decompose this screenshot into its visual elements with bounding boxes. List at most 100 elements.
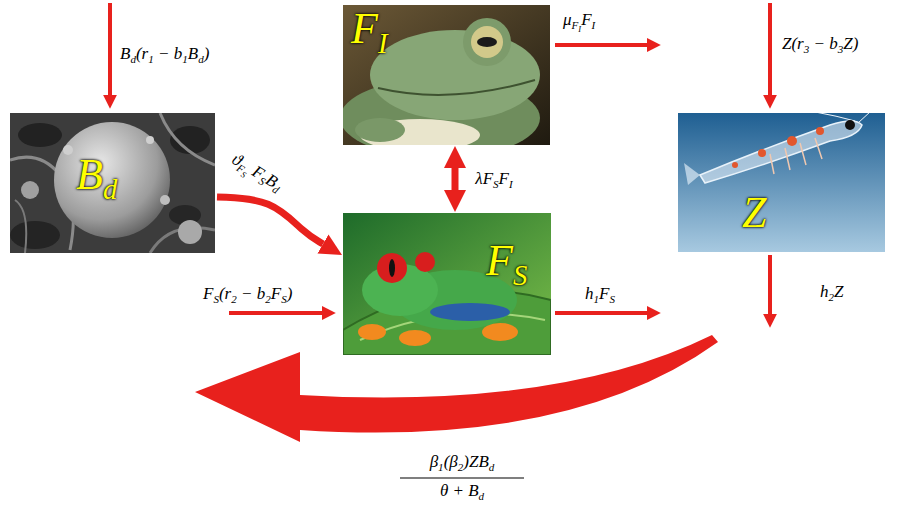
- krill-photo: [858, 113, 884, 123]
- infected-frog-photo: [343, 5, 550, 145]
- flow-arrow: [108, 3, 112, 99]
- krill-photo: [684, 113, 884, 185]
- math-part: − b: [154, 44, 182, 63]
- math-part: S: [609, 293, 615, 305]
- flow-arrow: [452, 168, 459, 190]
- math-part: F: [351, 4, 378, 53]
- krill-photo: [758, 149, 766, 157]
- image-node: Z: [678, 113, 885, 252]
- math-part: d: [198, 53, 204, 65]
- math-part: )ZB: [463, 452, 489, 471]
- healthy-frog-photo: [343, 213, 551, 355]
- rate-label: h1FS: [585, 284, 615, 306]
- krill-photo: [732, 162, 738, 168]
- math-part: F: [599, 284, 609, 303]
- math-part: d: [489, 461, 495, 473]
- fungus-micrograph: [160, 195, 170, 205]
- rate-label: Bd(r1 − b1Bd): [120, 44, 209, 66]
- fungus-micrograph: [21, 181, 39, 199]
- math-part: I: [378, 28, 388, 59]
- fungus-micrograph: [10, 113, 215, 253]
- math-part: μ: [563, 10, 572, 29]
- math-part: θ + B: [440, 481, 479, 500]
- image-node: FS: [343, 213, 551, 355]
- label-holder: Z(r3 − b3Z): [782, 34, 858, 56]
- math-part: − b: [809, 34, 837, 53]
- rate-label: λFSFI: [475, 169, 512, 191]
- healthy-frog-photo: [343, 213, 551, 355]
- flow-arrow: [229, 311, 326, 315]
- healthy-frog-photo: [358, 324, 386, 340]
- label-holder: FS(r2 − b2FS): [203, 284, 292, 306]
- infected-frog-photo: [471, 26, 503, 58]
- math-part: ): [287, 284, 293, 303]
- math-part: 1: [182, 53, 188, 65]
- math-part: Z): [843, 34, 858, 53]
- rate-label: h2Z: [820, 282, 844, 304]
- math-part: S: [513, 260, 527, 291]
- math-part: F: [581, 10, 591, 29]
- math-part: (r: [136, 44, 148, 63]
- fungus-micrograph: [63, 145, 73, 155]
- healthy-frog-photo: [377, 253, 407, 283]
- math-part: h: [820, 282, 829, 301]
- label-holder: ϑFS FSBd: [226, 149, 286, 198]
- krill-photo: [678, 113, 885, 252]
- math-part: F: [572, 19, 579, 31]
- flow-arrow: [217, 197, 323, 244]
- math-part: h: [585, 284, 594, 303]
- rate-label: θ + Bd: [440, 481, 484, 503]
- math-part: 3: [838, 43, 844, 55]
- math-part: 1: [594, 293, 600, 305]
- rate-label: β1(β2)ZBd: [430, 452, 495, 474]
- math-part: 2: [829, 291, 835, 303]
- math-part: 3: [804, 43, 810, 55]
- math-part: Z: [742, 188, 766, 237]
- krill-photo: [787, 136, 797, 146]
- math-part: S: [493, 178, 499, 190]
- math-part: F: [271, 284, 281, 303]
- fungus-micrograph: [18, 123, 62, 147]
- node-symbol: FS: [486, 237, 527, 291]
- math-part: (β: [444, 452, 458, 471]
- math-part: F: [486, 236, 513, 285]
- rate-label: Z(r3 − b3Z): [782, 34, 858, 56]
- healthy-frog-photo: [415, 252, 435, 272]
- math-part: 2: [265, 293, 271, 305]
- math-part: d: [130, 53, 136, 65]
- feedback-arrow: [195, 335, 718, 442]
- infected-frog-photo: [370, 30, 540, 120]
- math-part: d: [103, 174, 117, 205]
- node-symbol: Bd: [76, 151, 117, 205]
- infected-frog-photo: [378, 80, 535, 95]
- math-part: − b: [237, 284, 265, 303]
- math-part: λF: [475, 169, 493, 188]
- flow-arrow: [768, 255, 772, 318]
- node-symbol: FI: [351, 5, 387, 59]
- krill-photo: [845, 120, 855, 130]
- label-holder: μFIFI: [563, 10, 595, 34]
- math-part: 2: [458, 461, 464, 473]
- label-holder: λFSFI: [475, 169, 512, 191]
- flow-arrow: [555, 43, 651, 47]
- rate-label: FS(r2 − b2FS): [203, 284, 292, 306]
- healthy-frog-photo: [389, 259, 395, 277]
- krill-photo: [816, 127, 824, 135]
- image-node: Bd: [10, 113, 215, 253]
- healthy-frog-photo: [482, 323, 518, 341]
- image-node: FI: [343, 5, 550, 145]
- math-part: F: [499, 169, 509, 188]
- fungus-micrograph: [160, 113, 215, 165]
- math-part: F: [203, 284, 213, 303]
- krill-photo: [690, 113, 855, 121]
- node-symbol: Z: [742, 189, 766, 237]
- math-part: Z: [834, 282, 843, 301]
- healthy-frog-photo: [430, 303, 510, 321]
- krill-photo: [700, 121, 862, 183]
- math-part: B: [188, 44, 198, 63]
- math-part: β: [430, 452, 438, 471]
- math-part: I: [509, 178, 513, 190]
